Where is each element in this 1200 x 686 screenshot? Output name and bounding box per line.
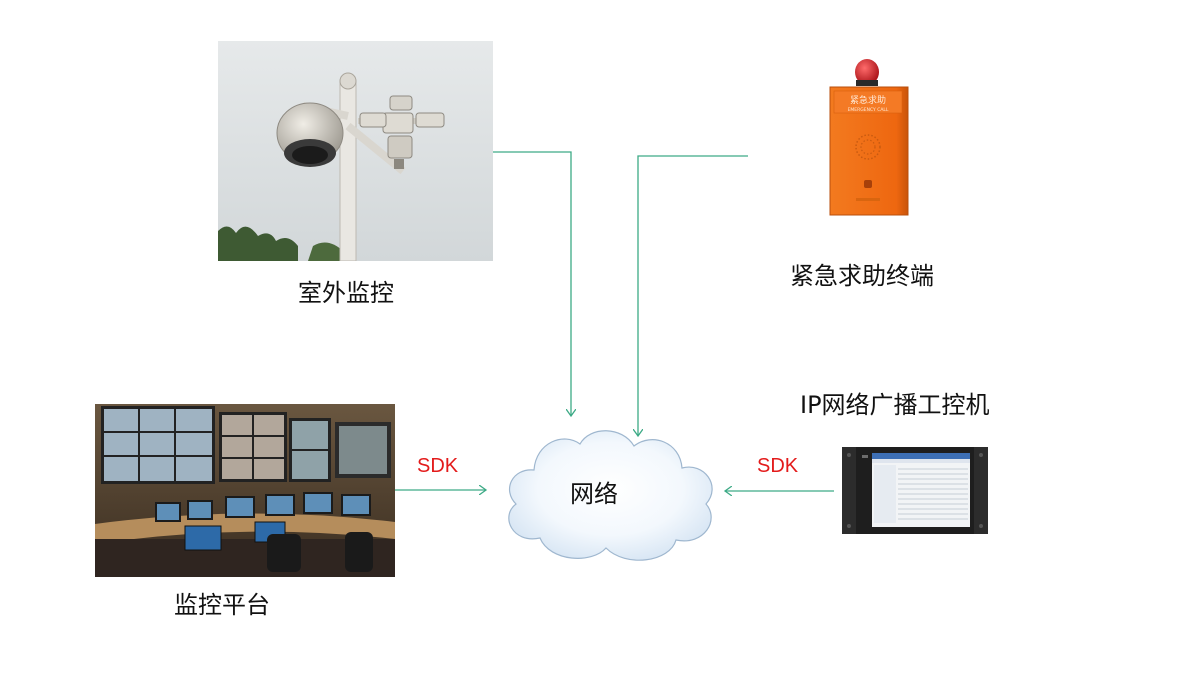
monitoring-platform-label: 监控平台 <box>174 591 270 619</box>
monitoring-platform-image <box>95 404 395 577</box>
broadcast-pc-label: IP网络广播工控机 <box>800 391 990 419</box>
outdoor-camera-image <box>218 41 493 261</box>
emergency-box-title: 紧急求助 <box>850 94 886 106</box>
platform-sdk-label: SDK <box>417 455 459 477</box>
emergency-terminal-image: 紧急求助 EMERGENCY CALL <box>826 58 912 216</box>
outdoor-to-network-line <box>492 151 571 416</box>
outdoor-camera-label: 室外监控 <box>298 279 394 307</box>
emergency-terminal-label: 紧急求助终端 <box>790 262 934 290</box>
network-label: 网络 <box>570 480 618 508</box>
broadcast-pc-image <box>842 447 988 534</box>
network-cloud: 网络 <box>494 412 722 570</box>
emergency-to-network-line <box>638 155 748 436</box>
emergency-box-subtitle: EMERGENCY CALL <box>848 107 889 113</box>
broadcast-sdk-label: SDK <box>757 455 799 477</box>
